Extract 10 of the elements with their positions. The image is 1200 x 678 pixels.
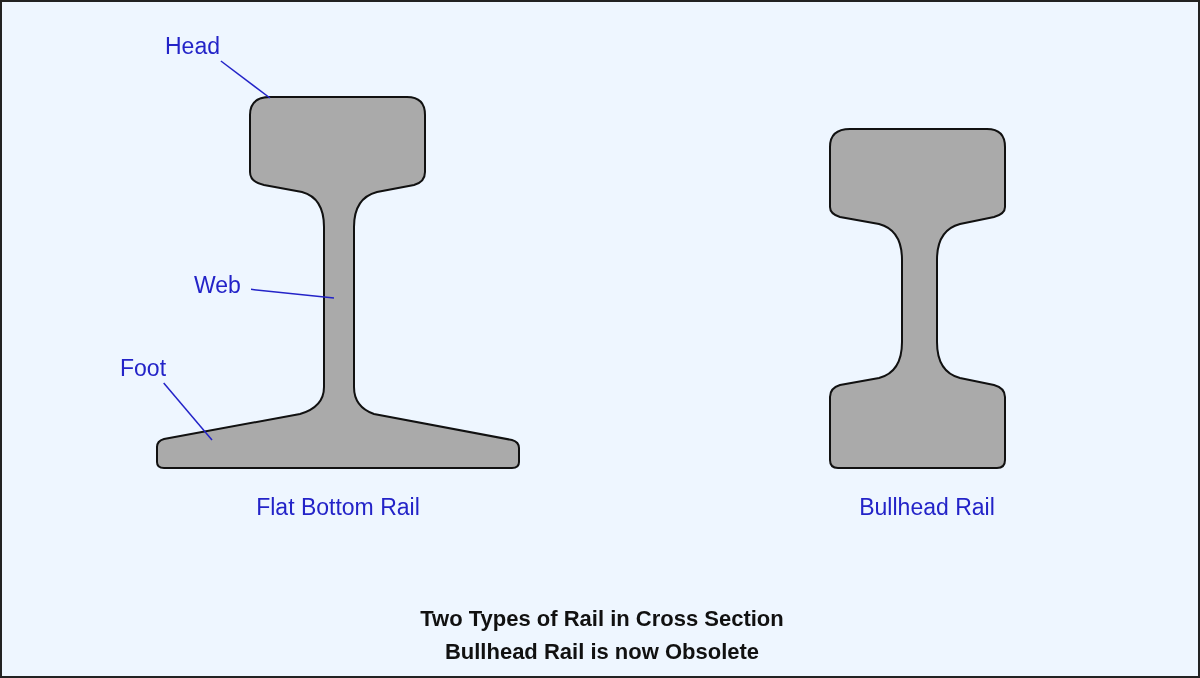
part-label: Foot [120,355,167,383]
leader-line [250,288,335,299]
leader-line [220,60,271,99]
rail-type-label: Flat Bottom Rail [255,493,421,522]
part-label: Web [194,272,241,300]
rail-type-label: Bullhead Rail [858,493,996,522]
title: Two Types of Rail in Cross Section [419,606,785,632]
caption: Bullhead Rail is now Obsolete [443,639,761,665]
part-label: Head [165,33,220,61]
leader-line [162,382,213,441]
